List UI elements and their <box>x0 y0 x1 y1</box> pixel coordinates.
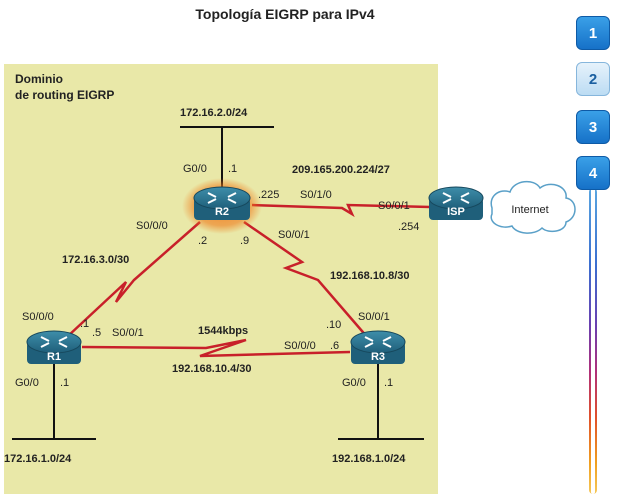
router-isp-icon[interactable]: ISP <box>428 186 484 220</box>
r2-s010-host-label: .225 <box>258 189 279 201</box>
r2-g00-host-label: .1 <box>228 163 237 175</box>
r2-s001-host-label: .9 <box>240 235 249 247</box>
net-r3-lan-label: 192.168.1.0/24 <box>332 453 406 465</box>
router-isp-name: ISP <box>447 206 465 218</box>
bandwidth-label: 1544kbps <box>198 325 248 337</box>
cloud-label: Internet <box>511 204 548 216</box>
nav-button-2[interactable]: 2 <box>576 62 610 96</box>
isp-s001-label: S0/0/1 <box>378 200 410 212</box>
r1-s000-label: S0/0/0 <box>22 311 54 323</box>
router-r2-icon[interactable]: R2 <box>182 178 262 234</box>
r3-s001-label: S0/0/1 <box>358 311 390 323</box>
net-r1-r3-label: 192.168.10.4/30 <box>172 363 252 375</box>
router-r3-name: R3 <box>371 351 385 363</box>
serial-link-r2-r3 <box>243 220 369 339</box>
net-r1-r2-label: 172.16.3.0/30 <box>62 254 129 266</box>
r1-s000-host-label: .1 <box>80 318 89 330</box>
serial-link-r1-r2 <box>67 221 201 337</box>
net-r2-lan-label: 172.16.2.0/24 <box>180 107 248 119</box>
r1-s001-host-label: .5 <box>92 327 101 339</box>
nav-button-3[interactable]: 3 <box>576 110 610 144</box>
isp-host-label: .254 <box>398 221 419 233</box>
lan-r1 <box>12 360 96 440</box>
serial-link-r1-r3 <box>81 338 351 358</box>
r3-g00-host-label: .1 <box>384 377 393 389</box>
step-navigation: 1 2 3 4 <box>575 2 613 494</box>
net-r1-lan-label: 172.16.1.0/24 <box>4 453 72 465</box>
r3-g00-label: G0/0 <box>342 377 366 389</box>
lan-r3 <box>338 360 424 440</box>
r1-g00-host-label: .1 <box>60 377 69 389</box>
nav-button-1[interactable]: 1 <box>576 16 610 50</box>
r2-g00-label: G0/0 <box>183 163 207 175</box>
router-r1-icon[interactable]: R1 <box>26 330 82 364</box>
diagram-title: Topología EIGRP para IPv4 <box>195 6 375 22</box>
r3-s000-host-label: .6 <box>330 340 339 352</box>
nav-rail-line <box>589 188 597 494</box>
net-isp-label: 209.165.200.224/27 <box>292 164 390 176</box>
router-r3-icon[interactable]: R3 <box>350 330 406 364</box>
domain-label-line1: Dominio <box>15 72 63 86</box>
serial-link-r2-isp <box>251 203 431 218</box>
domain-label-line2: de routing EIGRP <box>15 88 115 102</box>
r3-s000-label: S0/0/0 <box>284 340 316 352</box>
r2-s001-label: S0/0/1 <box>278 229 310 241</box>
r2-s010-label: S0/1/0 <box>300 189 332 201</box>
r2-s000-host-label: .2 <box>198 235 207 247</box>
router-r2-name: R2 <box>215 206 229 218</box>
net-r2-r3-label: 192.168.10.8/30 <box>330 270 410 282</box>
nav-button-4[interactable]: 4 <box>576 156 610 190</box>
router-r1-name: R1 <box>47 351 61 363</box>
internet-cloud-icon: Internet <box>490 180 576 234</box>
r1-g00-label: G0/0 <box>15 377 39 389</box>
r3-s001-host-label: .10 <box>326 319 341 331</box>
eigrp-domain-area: Dominio de routing EIGRP <box>4 64 438 494</box>
r2-s000-label: S0/0/0 <box>136 220 168 232</box>
r1-s001-label: S0/0/1 <box>112 327 144 339</box>
